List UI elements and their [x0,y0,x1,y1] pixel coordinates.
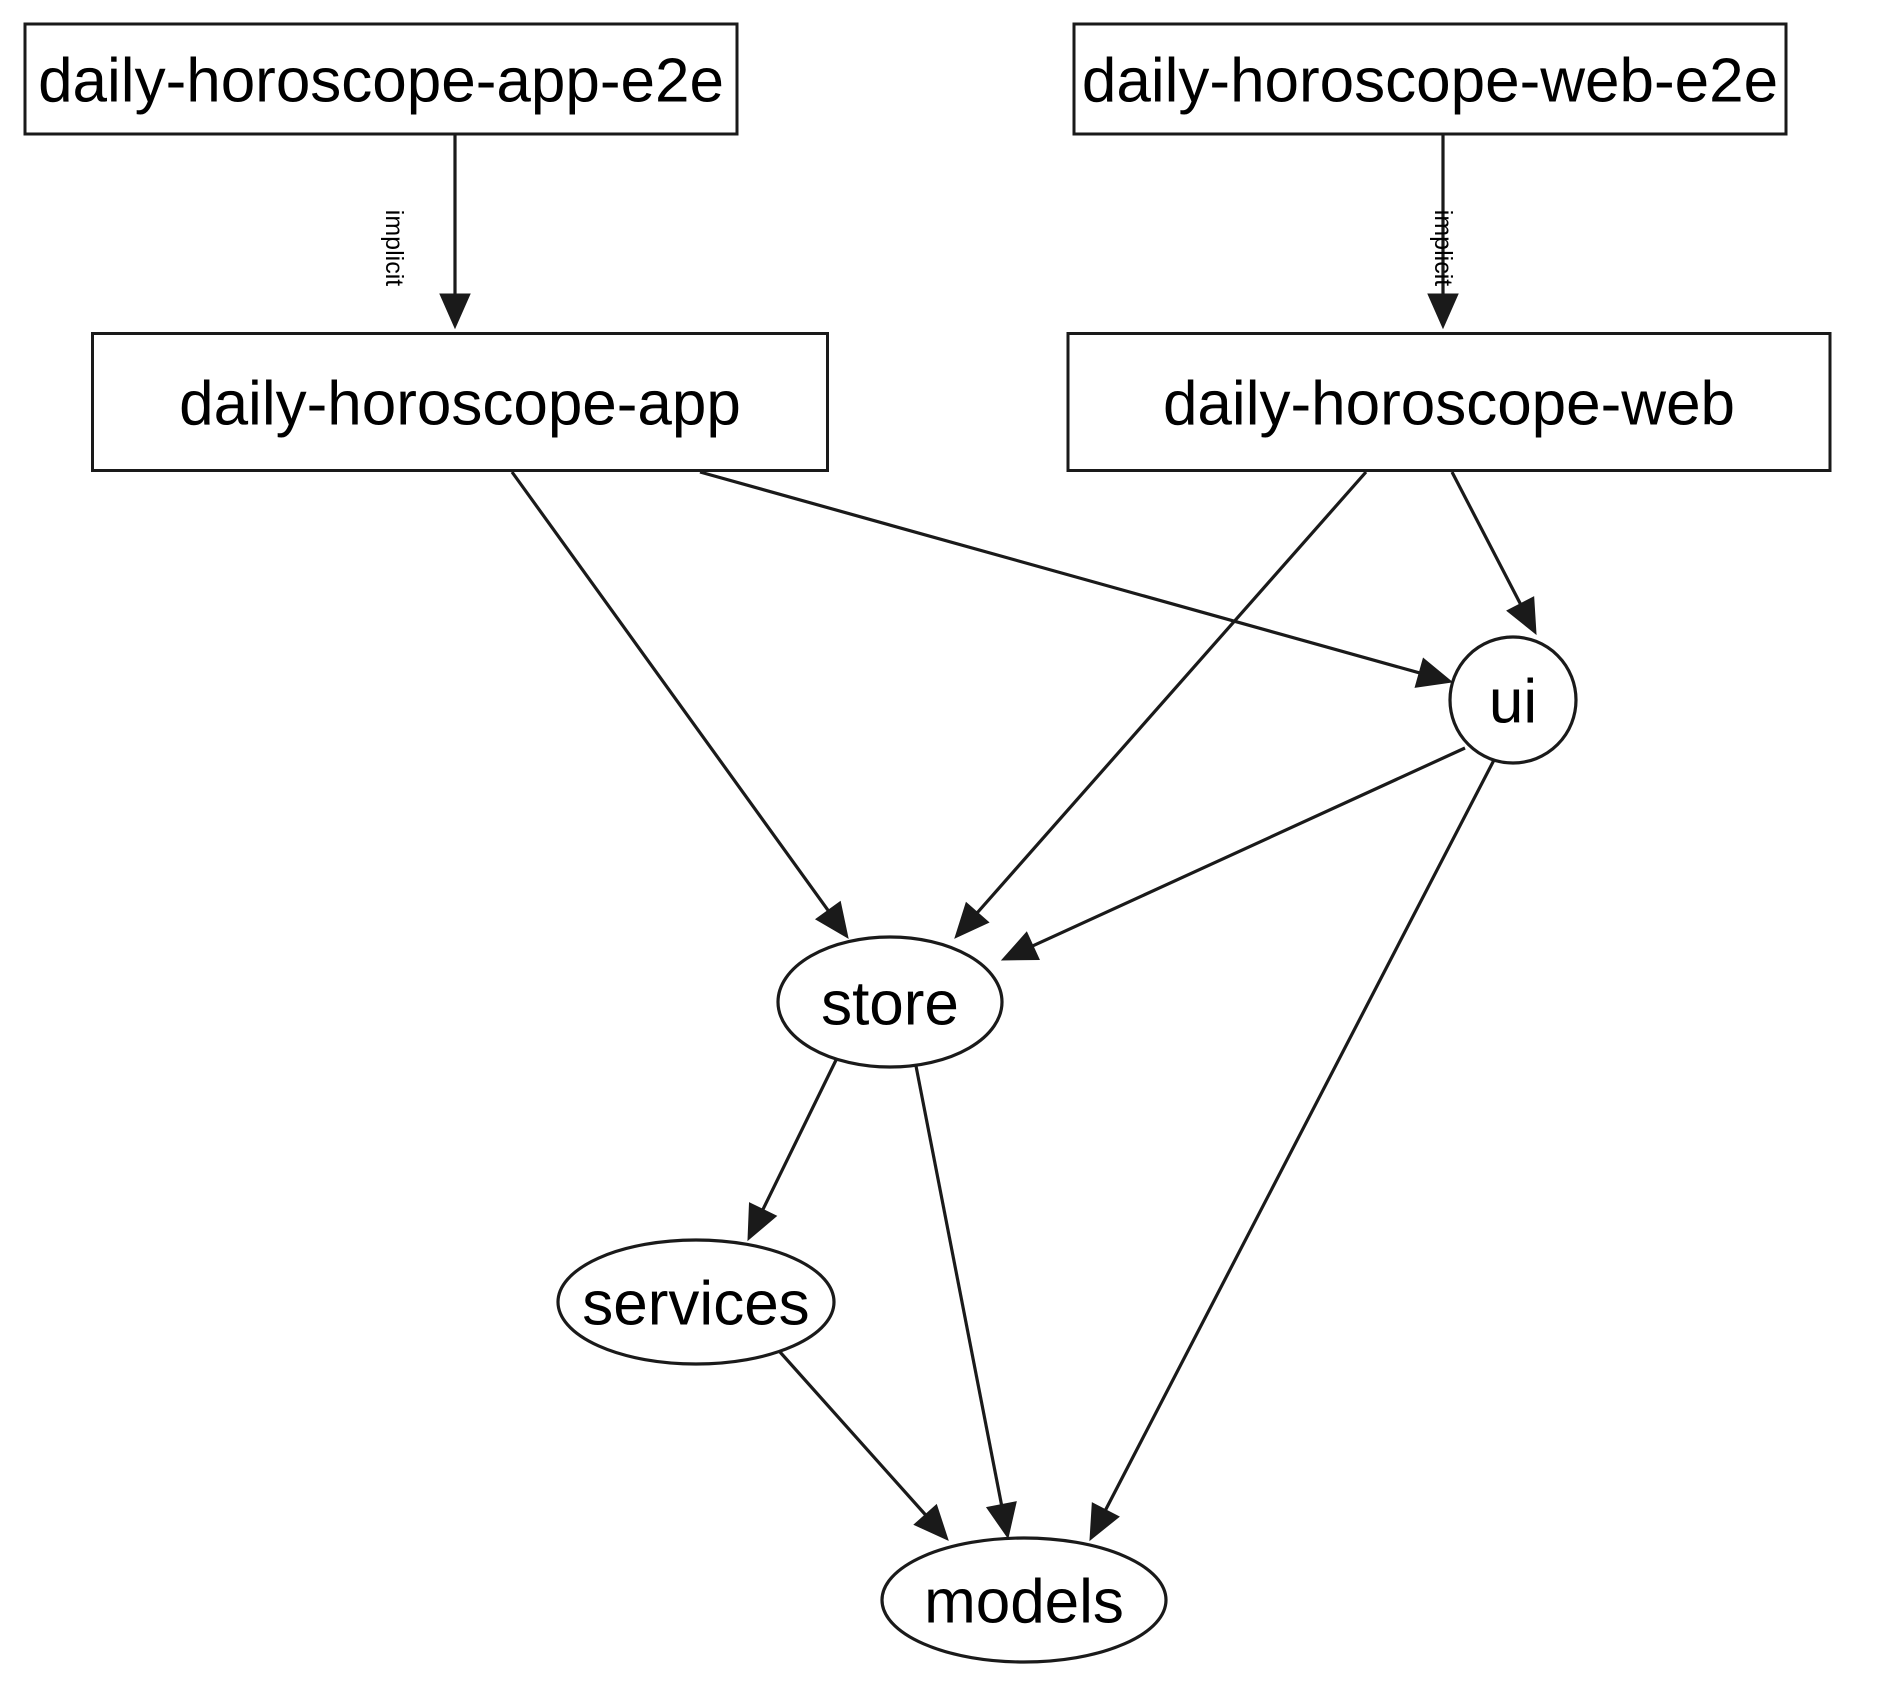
edge-ui-to-models[interactable] [1089,759,1496,1542]
edge-group: implicit implicit [380,135,1537,1542]
edge-line [778,1350,931,1521]
node-daily-horoscope-web[interactable]: daily-horoscope-web [1066,332,1832,472]
node-ellipse [776,935,1004,1069]
edge-web-e2e-to-web[interactable]: implicit [1427,135,1459,330]
node-daily-horoscope-web-e2e[interactable]: daily-horoscope-web-e2e [1072,22,1788,136]
edge-line [914,1065,1005,1511]
arrowhead [913,1503,949,1541]
edge-ui-to-store[interactable] [1000,746,1466,961]
node-ui[interactable]: ui [1448,635,1578,765]
arrowhead [985,1501,1017,1540]
edge-line [1450,471,1525,610]
node-ellipse [1448,635,1578,765]
edge-line [1026,746,1466,950]
edge-line [510,471,833,917]
edge-label-implicit-web: implicit [1429,210,1457,286]
node-box [1066,332,1832,472]
node-daily-horoscope-app[interactable]: daily-horoscope-app [91,332,829,472]
node-box [23,22,739,136]
edge-label-implicit-app: implicit [380,210,408,286]
node-daily-horoscope-app-e2e[interactable]: daily-horoscope-app-e2e [23,22,739,136]
node-label: daily-horoscope-app-e2e [38,47,724,116]
edge-app-to-store[interactable] [510,471,849,940]
node-label: ui [1489,668,1537,737]
arrowhead [747,1202,778,1242]
node-label: daily-horoscope-web [1163,370,1735,439]
arrowhead [954,901,990,939]
node-store[interactable]: store [776,935,1004,1069]
node-group: daily-horoscope-app-e2e daily-horoscope-… [23,22,1832,1664]
node-label: models [924,1568,1124,1637]
edge-app-to-ui[interactable] [699,470,1454,688]
edge-web-to-ui[interactable] [1450,471,1537,636]
edge-web-to-store[interactable] [954,470,1368,939]
node-services[interactable]: services [556,1238,836,1366]
node-label: daily-horoscope-web-e2e [1082,47,1778,116]
edge-app-e2e-to-app[interactable]: implicit [380,135,471,330]
edge-services-to-models[interactable] [778,1350,949,1541]
node-box [1072,22,1788,136]
node-box [91,332,829,472]
arrowhead [1414,657,1454,688]
edge-line [699,470,1426,677]
edge-line [758,1055,840,1216]
node-label: daily-horoscope-app [179,370,741,439]
edge-store-to-models[interactable] [914,1065,1017,1540]
edge-line [1101,759,1496,1516]
arrowhead [1506,596,1537,636]
node-label: services [582,1270,809,1339]
node-ellipse [556,1238,836,1366]
arrowhead [1089,1502,1120,1542]
arrowhead [814,900,849,940]
node-models[interactable]: models [880,1536,1168,1664]
node-ellipse [880,1536,1168,1664]
edge-store-to-services[interactable] [747,1055,840,1242]
edge-line [972,470,1368,919]
arrowhead [439,293,471,330]
node-label: store [821,970,959,1039]
arrowhead [1000,931,1040,961]
arrowhead [1427,293,1459,330]
